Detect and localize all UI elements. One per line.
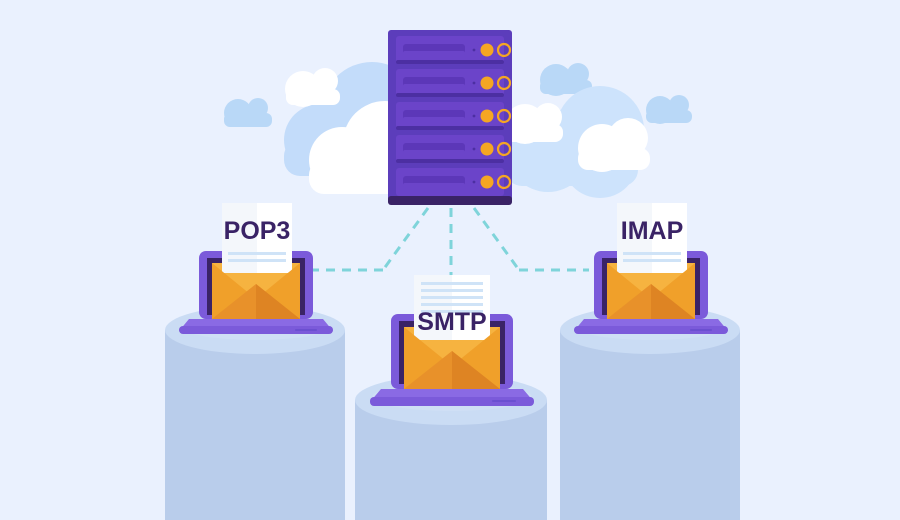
smtp-envelope-flap-right xyxy=(452,327,500,389)
server-unit-1 xyxy=(396,36,512,64)
server-unit-2 xyxy=(396,69,512,97)
node-imap[interactable]: IMAP xyxy=(574,203,728,340)
imap-envelope-flap-right xyxy=(651,263,695,319)
server-led-filled-4 xyxy=(480,142,494,156)
server-led-ring-5 xyxy=(496,174,512,190)
cloud-left-small xyxy=(224,98,272,127)
cloud-right-tiny xyxy=(646,95,692,124)
server-led-filled-3 xyxy=(480,109,494,123)
server-led-filled-1 xyxy=(480,43,494,57)
imap-letter-line-1 xyxy=(623,252,681,255)
smtp-label: SMTP xyxy=(417,308,486,336)
cloud-right-small xyxy=(540,63,592,96)
cloud-group-right xyxy=(505,63,692,198)
node-pop3[interactable]: POP3 xyxy=(179,203,333,340)
server-unit-4 xyxy=(396,135,512,163)
pop3-laptop-trackpad-line xyxy=(295,329,317,331)
link-server-to-pop3 xyxy=(381,207,430,271)
pop3-laptop-base-lip xyxy=(179,326,333,334)
link-server-to-imap xyxy=(472,207,521,271)
pop3-letter: POP3 xyxy=(222,203,292,273)
imap-label: IMAP xyxy=(621,217,684,245)
server-led-filled-5 xyxy=(480,175,494,189)
node-smtp[interactable]: SMTP xyxy=(370,275,534,411)
server-led-ring-1 xyxy=(496,42,512,58)
imap-envelope-front-shade xyxy=(651,284,695,319)
smtp-envelope-front-shade xyxy=(452,351,500,389)
pop3-letter-line-2 xyxy=(228,259,286,262)
imap-envelope-flap-left xyxy=(607,263,651,319)
server-unit-5 xyxy=(396,168,512,196)
server-unit-3 xyxy=(396,102,512,130)
imap-letter-line-2 xyxy=(623,259,681,262)
smtp-letter-line-4 xyxy=(421,303,483,306)
pop3-envelope-front-shade xyxy=(256,284,300,319)
imap-laptop-trackpad-line xyxy=(690,329,712,331)
smtp-envelope-flap-left xyxy=(404,327,452,389)
mail-server-rack[interactable] xyxy=(388,30,512,205)
pop3-envelope-flap-right xyxy=(256,263,300,319)
server-led-ring-4 xyxy=(496,141,512,157)
imap-letter: IMAP xyxy=(617,203,687,273)
connection-lines xyxy=(313,207,589,300)
pop3-letter-line-1 xyxy=(228,252,286,255)
smtp-letter: SMTP xyxy=(414,275,490,340)
smtp-laptop-base-lip xyxy=(370,397,534,406)
server-base-bar xyxy=(388,196,512,205)
cloud-right-white-front xyxy=(578,118,650,172)
cloud-left-white-top xyxy=(285,68,340,107)
smtp-letter-line-5 xyxy=(421,310,483,313)
smtp-laptop-trackpad-line xyxy=(492,400,516,402)
server-led-ring-3 xyxy=(496,108,512,124)
pop3-label: POP3 xyxy=(224,217,291,245)
cloud-right-white-left xyxy=(505,103,563,144)
imap-laptop-base-lip xyxy=(574,326,728,334)
smtp-letter-line-1 xyxy=(421,282,483,285)
server-led-filled-2 xyxy=(480,76,494,90)
smtp-letter-line-2 xyxy=(421,289,483,292)
server-led-ring-2 xyxy=(496,75,512,91)
pop3-envelope-flap-left xyxy=(212,263,256,319)
smtp-letter-line-3 xyxy=(421,296,483,299)
